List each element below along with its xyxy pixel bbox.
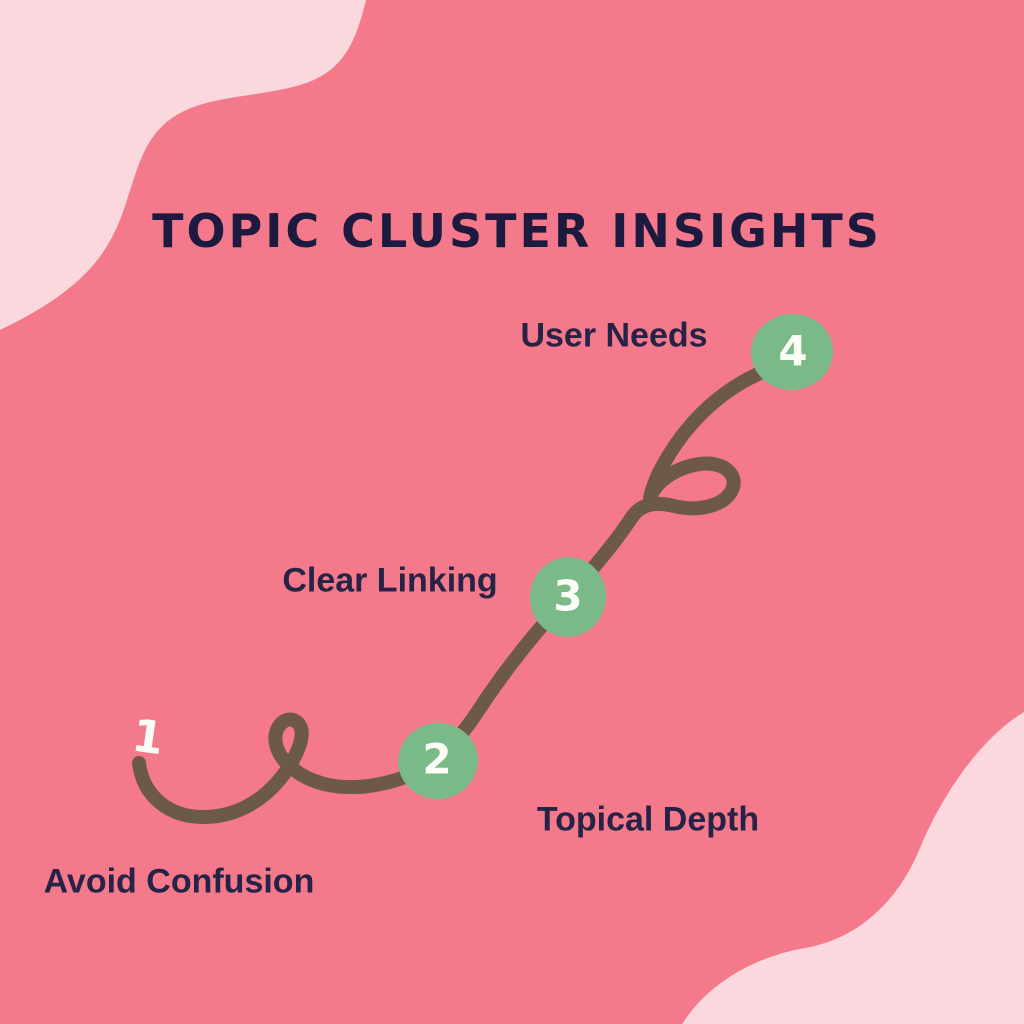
- corner-blob-top-left: [0, 0, 366, 330]
- step-number-3: 3: [553, 571, 583, 621]
- page-title: TOPIC CLUSTER INSIGHTS: [152, 204, 882, 258]
- step-label-topical-depth: Topical Depth: [536, 800, 760, 839]
- step-marker-circle-2: [398, 722, 478, 800]
- journey-curve: [132, 363, 774, 825]
- step-number-4: 4: [778, 326, 808, 376]
- step-label-clear-linking: Clear Linking: [282, 561, 498, 600]
- step-number-2: 2: [422, 734, 452, 784]
- step-label-avoid-confusion: Avoid Confusion: [43, 862, 315, 901]
- step-marker-circle-3: [529, 557, 607, 637]
- step-marker-circle-4: [751, 313, 833, 391]
- corner-blob-bottom-right: [682, 712, 1024, 1024]
- step-label-user-needs: User Needs: [520, 316, 708, 355]
